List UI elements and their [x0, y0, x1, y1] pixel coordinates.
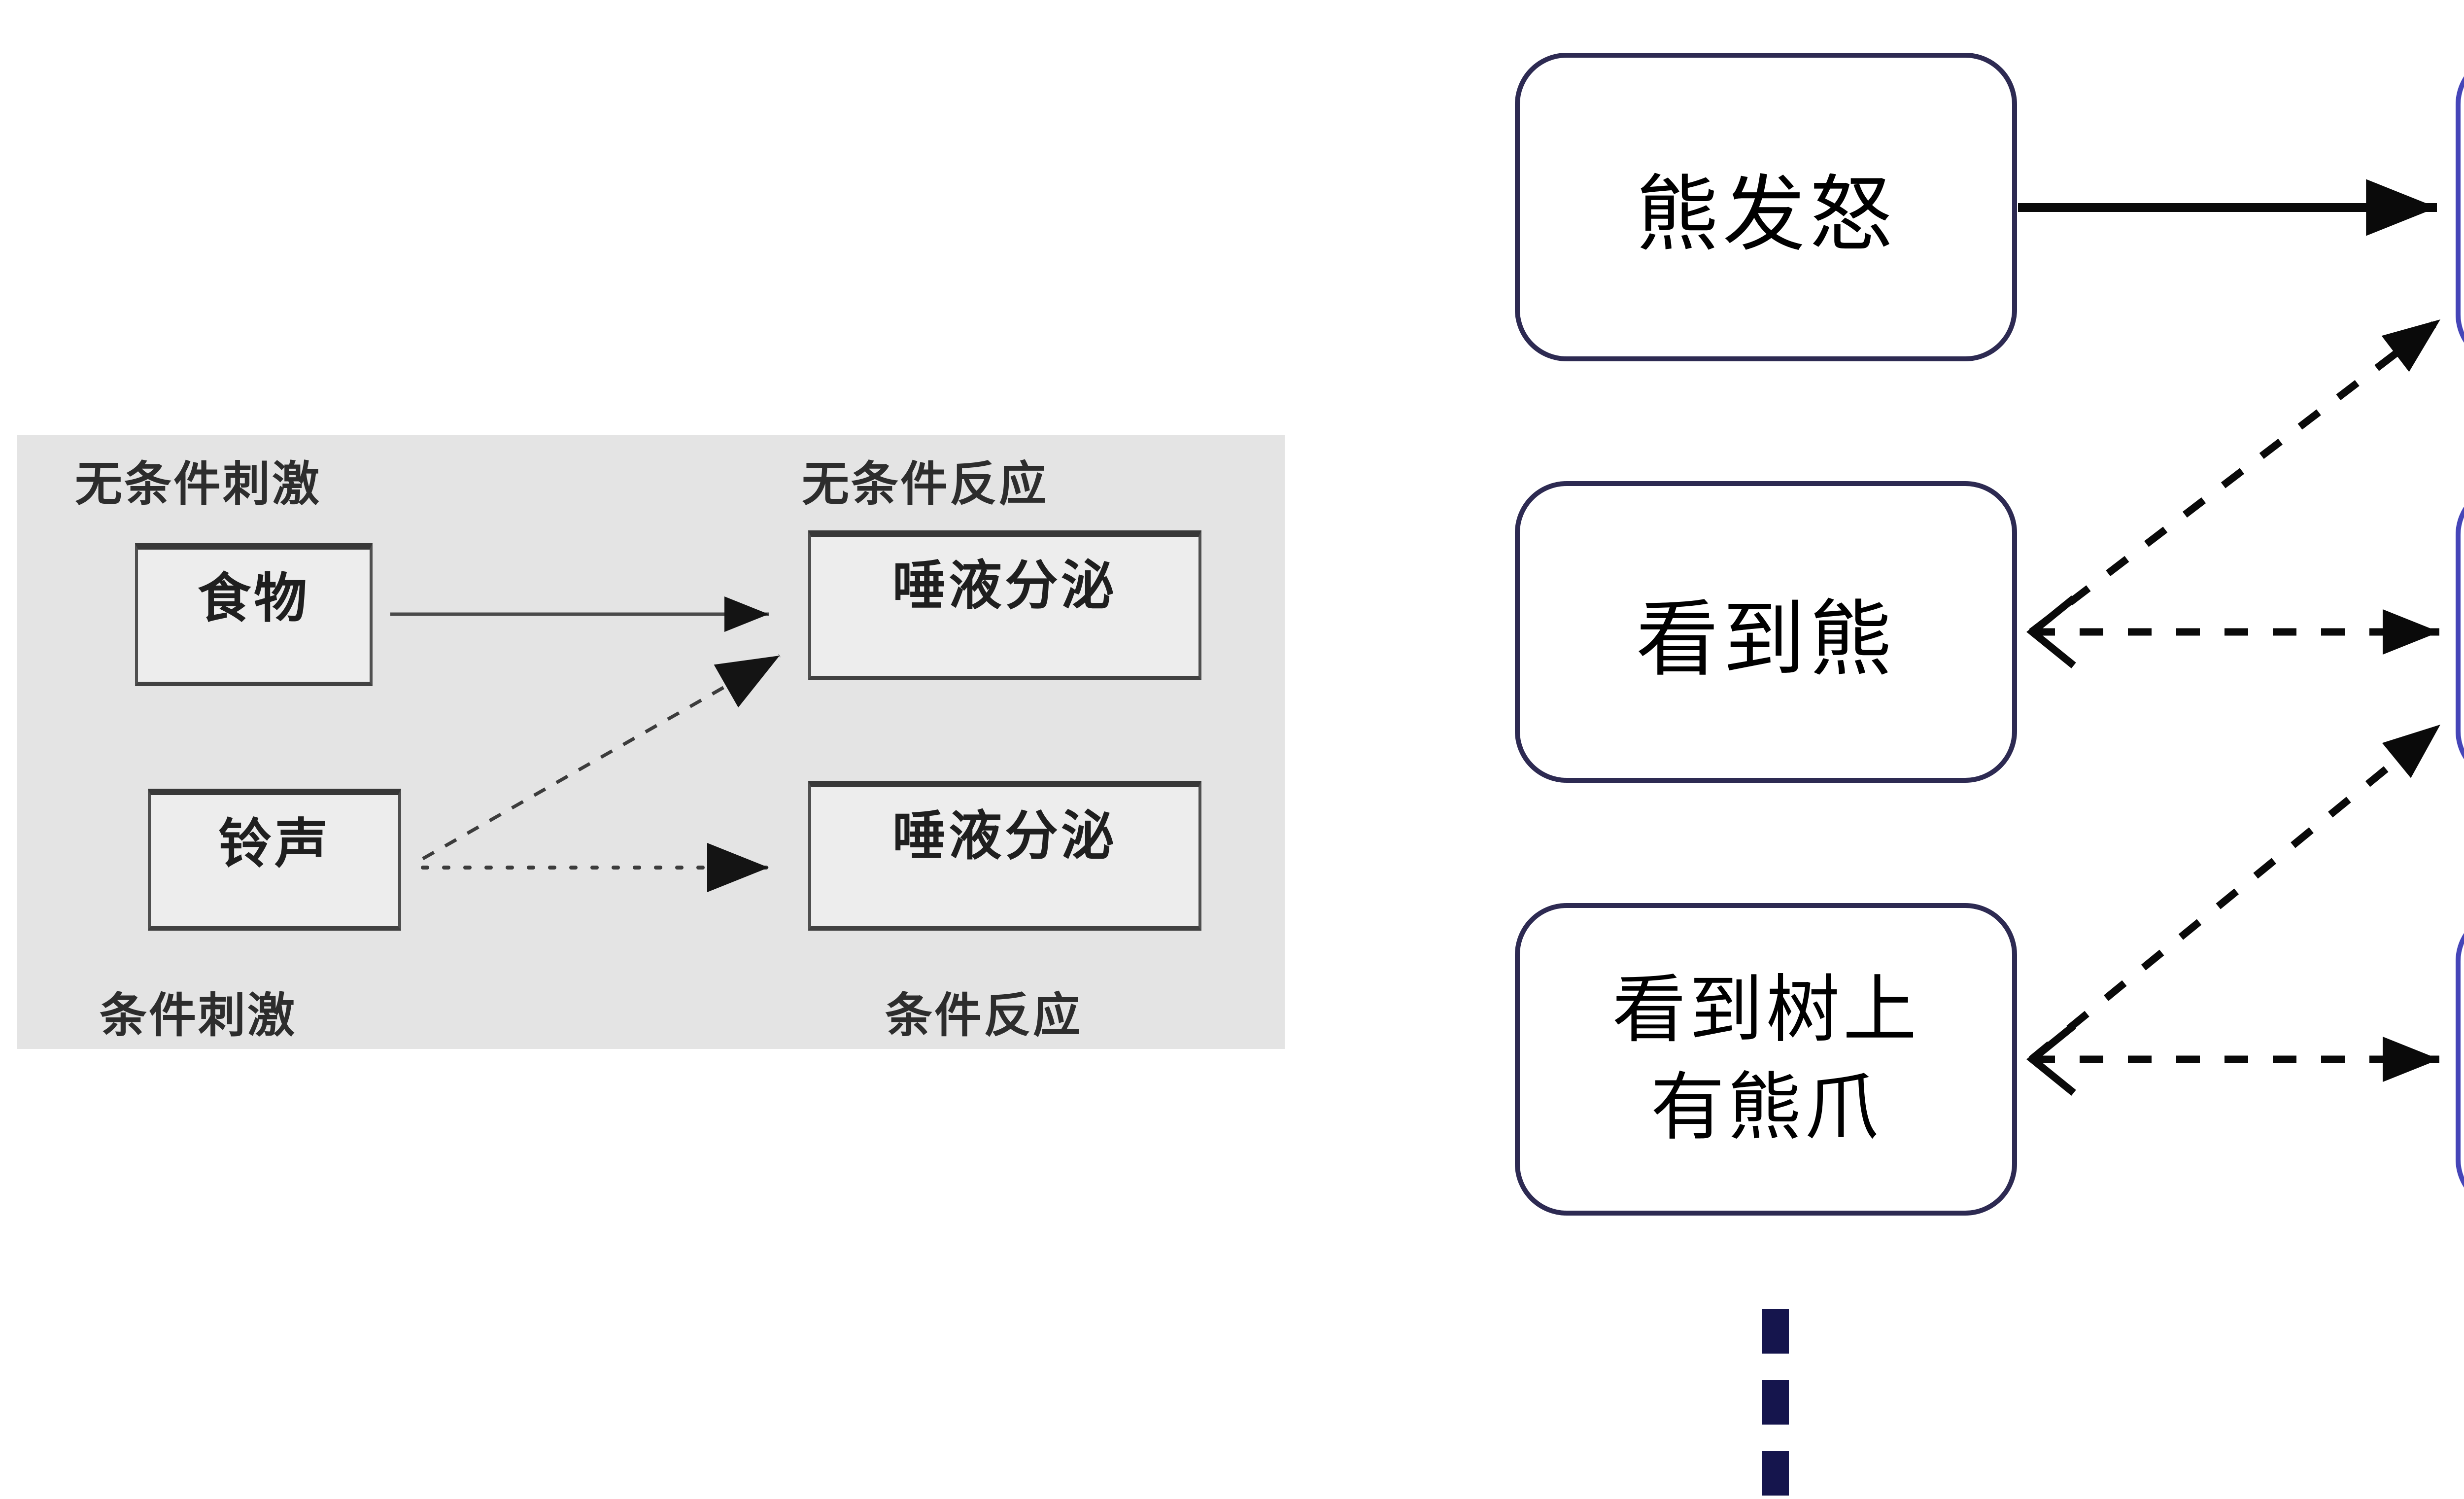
- arrow-see-bear-to-reward-diagonal: [2029, 316, 2443, 635]
- node-food-label: 食物: [197, 568, 310, 628]
- label-unconditioned-stimulus: 无条件刺激: [75, 458, 321, 511]
- chevron-into-see-claw: [2026, 1023, 2076, 1096]
- node-reward: 奖励: [2456, 53, 2464, 366]
- node-see-bear: 看到熊: [1515, 481, 2017, 783]
- node-bear-angry-label: 熊发怒: [1636, 169, 1896, 261]
- arrow-see-claw-to-value-next-diagonal: [2029, 722, 2443, 1062]
- label-unconditioned-response: 无条件反应: [802, 458, 1048, 511]
- node-value-current-state: V(s): [2456, 909, 2464, 1211]
- node-salivation-top-label: 唾液分泌: [892, 556, 1117, 615]
- node-see-bear-label: 看到熊: [1636, 594, 1896, 686]
- node-salivation-top: 唾液分泌: [808, 530, 1201, 680]
- node-salivation-bottom-label: 唾液分泌: [892, 806, 1117, 866]
- ellipsis-left-dot-3: [1762, 1451, 1789, 1496]
- node-bear-angry: 熊发怒: [1515, 53, 2017, 361]
- node-salivation-bottom: 唾液分泌: [808, 781, 1201, 931]
- label-conditioned-stimulus: 条件刺激: [100, 989, 297, 1042]
- node-see-bear-claw-line2: 有熊爪: [1650, 1067, 1882, 1149]
- node-bell-label: 铃声: [218, 814, 331, 873]
- node-bell: 铃声: [148, 789, 401, 931]
- node-see-bear-claw-label: 看到树上有熊爪: [1612, 962, 1919, 1157]
- node-food: 食物: [135, 543, 373, 686]
- classical-conditioning-panel: 无条件刺激 无条件反应 食物 唾液分泌 铃声 唾液分泌 条件刺激 条件反应: [17, 435, 1285, 1049]
- node-see-bear-claw-line1: 看到树上: [1612, 970, 1920, 1051]
- ellipsis-left-dot-1: [1762, 1309, 1789, 1354]
- label-conditioned-response: 条件反应: [885, 989, 1082, 1042]
- chevron-into-see-bear: [2026, 595, 2076, 668]
- node-see-bear-claw: 看到树上有熊爪: [1515, 903, 2017, 1216]
- ellipsis-left-dot-2: [1762, 1380, 1789, 1425]
- node-value-next-state: V(s′): [2456, 483, 2464, 783]
